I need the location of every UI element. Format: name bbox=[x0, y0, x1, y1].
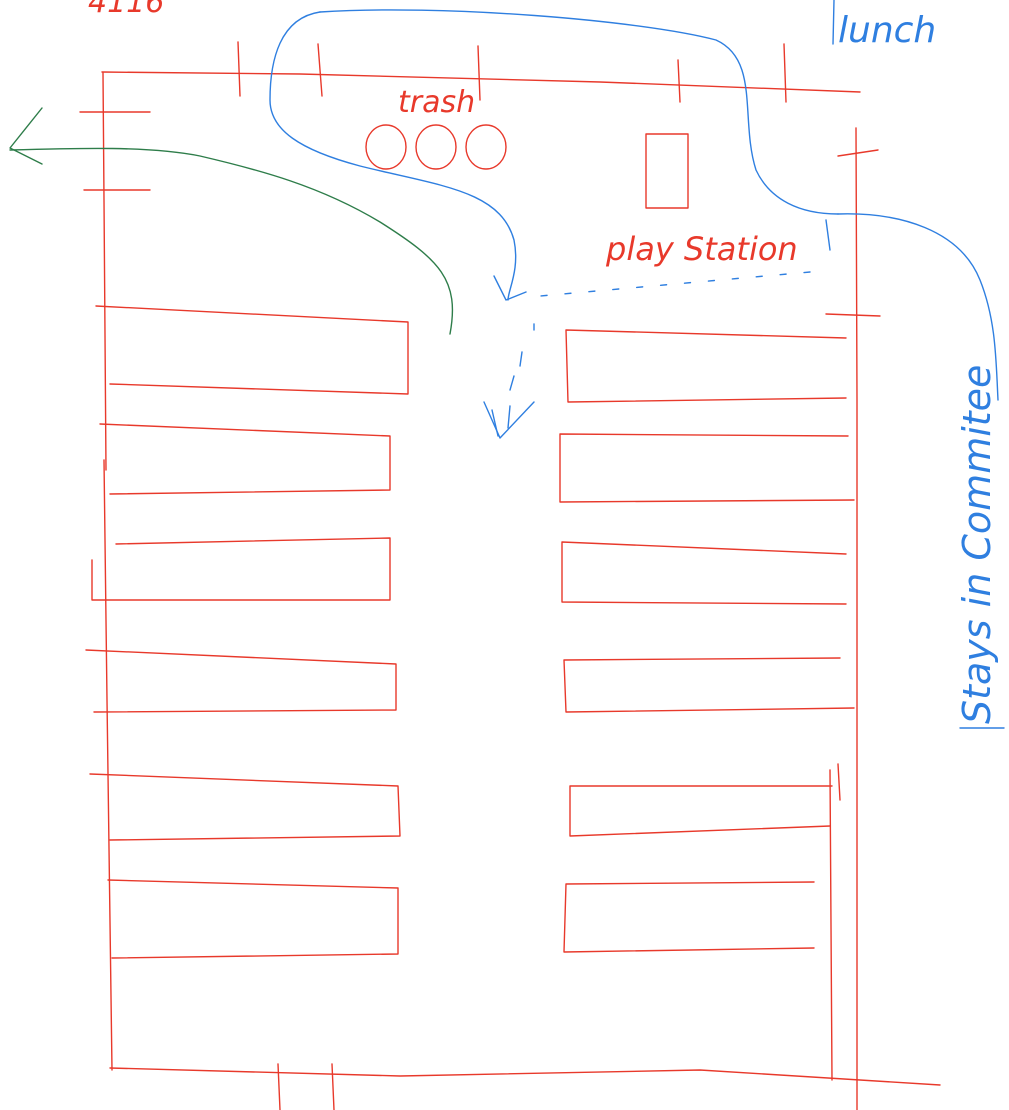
desk bbox=[559, 433, 855, 503]
desk bbox=[89, 773, 401, 841]
desk bbox=[85, 649, 397, 713]
desk bbox=[91, 537, 391, 601]
route-to-aisle bbox=[269, 9, 839, 301]
trash-can-icon bbox=[365, 124, 407, 170]
desk bbox=[107, 879, 399, 959]
desk bbox=[99, 423, 391, 495]
desk bbox=[563, 881, 815, 953]
left-desk-column bbox=[85, 305, 409, 959]
lunch-label: lunch bbox=[838, 10, 936, 51]
desk bbox=[569, 785, 833, 837]
play-station: play Station bbox=[605, 133, 798, 268]
side-note: Stays in Commitee bbox=[955, 365, 999, 724]
desk bbox=[565, 329, 847, 403]
room-walls bbox=[79, 41, 941, 1110]
exit-route bbox=[9, 107, 454, 335]
trash-label: trash bbox=[398, 85, 475, 120]
trash-can-icon bbox=[465, 124, 507, 170]
desk bbox=[563, 657, 855, 713]
play-station-box bbox=[645, 133, 689, 209]
desk bbox=[95, 305, 409, 395]
exit-arrow-icon bbox=[9, 107, 43, 165]
arrow-head-icon bbox=[483, 401, 535, 439]
route-outside: Stays in Commitee bbox=[837, 213, 1005, 729]
play-station-label: play Station bbox=[605, 230, 798, 268]
trash-can-icon bbox=[415, 124, 457, 170]
desk bbox=[561, 541, 847, 605]
right-desk-column bbox=[559, 329, 855, 953]
room-number-label: 4116 bbox=[88, 0, 164, 20]
dotted-path bbox=[483, 219, 831, 439]
arrow-head-icon bbox=[493, 275, 527, 301]
lunch-area: lunch bbox=[832, 0, 936, 51]
trash-area: trash bbox=[365, 85, 507, 170]
